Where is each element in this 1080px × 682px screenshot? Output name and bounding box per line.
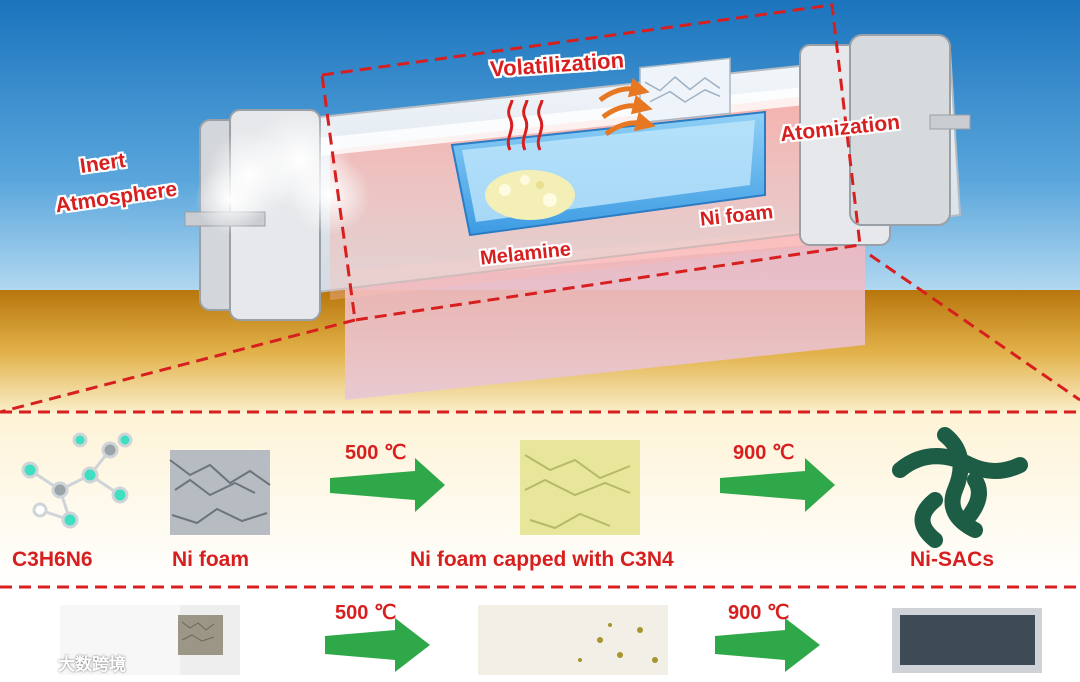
temp-500-label: 500 ℃ [345,440,406,465]
watermark-text: 大数跨境 [58,650,126,675]
melamine-powder [485,170,575,220]
photo-temp-500-label: 500 ℃ [335,600,396,625]
capped-foam-label: Ni foam capped with C3N4 [410,548,674,572]
ni-foam-image [170,450,270,535]
c3h6n6-label: C3H6N6 [12,548,93,572]
ni-foam-in-boat [640,58,730,122]
ni-foam-step-label: Ni foam [172,548,249,572]
photo-temp-900-label: 900 ℃ [728,600,789,625]
temp-900-label: 900 ℃ [733,440,794,465]
ni-sacs-label: Ni-SACs [910,548,994,572]
photo-after-900 [892,608,1042,673]
photo-after-500 [478,605,668,675]
ni-foam-c3n4-image [520,440,640,535]
